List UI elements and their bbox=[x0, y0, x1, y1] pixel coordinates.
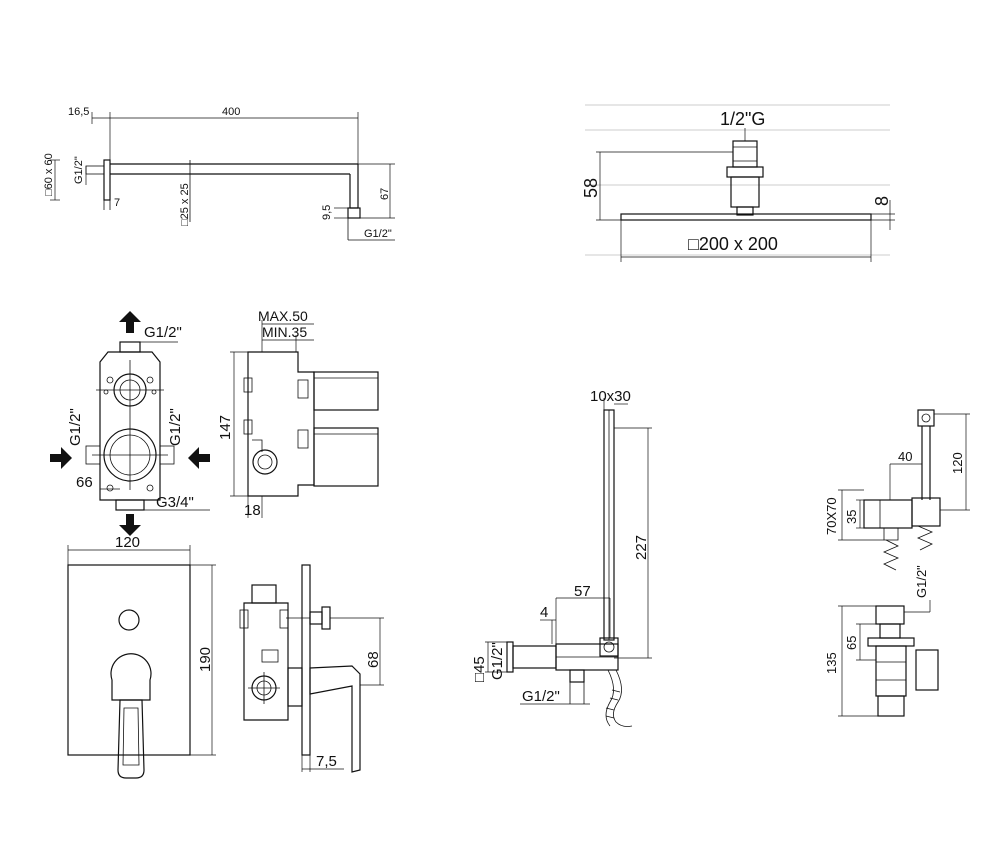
outlet-dim-height: 120 bbox=[950, 452, 965, 474]
arm-dim-flange: □60 x 60 bbox=[43, 153, 55, 196]
outlet-dim-mid: 65 bbox=[844, 636, 859, 650]
outlet-thread: G1/2" bbox=[914, 565, 929, 598]
arm-dim-tube: □25 x 25 bbox=[179, 183, 191, 226]
valve-dim-max: MAX.50 bbox=[258, 308, 308, 324]
trim-dim-projection: 68 bbox=[365, 651, 382, 668]
arm-dim-length: 400 bbox=[222, 106, 240, 118]
hand-dim-plate: □45 bbox=[471, 656, 488, 682]
hand-dim-bracket: 57 bbox=[574, 583, 591, 600]
valve-dim-spacing: 66 bbox=[76, 474, 93, 491]
head-thread: 1/2"G bbox=[720, 109, 765, 129]
hand-dim-length: 227 bbox=[633, 535, 650, 560]
trim-dim-height: 190 bbox=[197, 647, 214, 672]
shower-head-view: 1/2"G 58 8 □200 x 200 bbox=[581, 104, 895, 262]
head-dim-size: □200 x 200 bbox=[688, 234, 778, 254]
valve-inlet-left: G1/2" bbox=[67, 408, 84, 446]
outlet-dim-total: 135 bbox=[824, 652, 839, 674]
valve-body-front-view: G1/2" G1/2" G1/2" 66 G3/4" bbox=[50, 311, 210, 536]
arm-dim-offset: 16,5 bbox=[68, 106, 89, 118]
arrow-left-icon bbox=[188, 447, 210, 469]
trim-plate-front-view: 120 190 bbox=[67, 534, 216, 779]
arm-dim-outlet-depth: 9,5 bbox=[321, 205, 333, 220]
valve-outlet-top: G1/2" bbox=[144, 324, 182, 341]
hand-dim-handle: 10x30 bbox=[590, 388, 631, 405]
arrow-right-icon bbox=[50, 447, 72, 469]
arm-dim-flange-depth: 7 bbox=[114, 197, 120, 209]
hand-dim-offset: 4 bbox=[540, 604, 548, 621]
head-dim-height: 58 bbox=[581, 178, 601, 198]
arm-thread-inlet: G1/2" bbox=[73, 156, 85, 184]
hand-shower-view: 10x30 227 57 4 □45 G1/2" G1/2" bbox=[471, 388, 652, 727]
trim-plate-side-view: 68 7,5 bbox=[239, 564, 384, 773]
valve-dim-base: 18 bbox=[244, 502, 261, 519]
trim-dim-width: 120 bbox=[115, 534, 140, 551]
hand-thread-plate: G1/2" bbox=[489, 642, 506, 680]
outlet-dim-width: 40 bbox=[898, 449, 912, 464]
valve-outlet-bottom: G3/4" bbox=[156, 494, 194, 511]
valve-dim-min: MIN.35 bbox=[262, 324, 307, 340]
shower-arm-view: 16,5 400 □60 x 60 G1/2" 7 □25 x 25 9,5 6… bbox=[43, 106, 395, 241]
outlet-dim-square: 70X70 bbox=[824, 497, 839, 535]
valve-inlet-right: G1/2" bbox=[167, 408, 184, 446]
valve-dim-height: 147 bbox=[217, 415, 234, 440]
valve-body-side-view: MAX.50 MIN.35 147 18 bbox=[217, 308, 379, 519]
outlet-dim-depth: 35 bbox=[844, 510, 859, 524]
arm-thread-outlet: G1/2" bbox=[364, 228, 392, 240]
head-dim-thickness: 8 bbox=[872, 196, 892, 206]
arrow-up-icon bbox=[119, 311, 141, 333]
hand-thread-outlet: G1/2" bbox=[522, 688, 560, 705]
trim-dim-plate: 7,5 bbox=[316, 753, 337, 770]
arm-dim-drop: 67 bbox=[379, 188, 391, 200]
wall-outlet-view: 40 120 70X70 35 G1/2" 135 65 bbox=[824, 409, 970, 717]
arrow-down-icon bbox=[119, 514, 141, 536]
